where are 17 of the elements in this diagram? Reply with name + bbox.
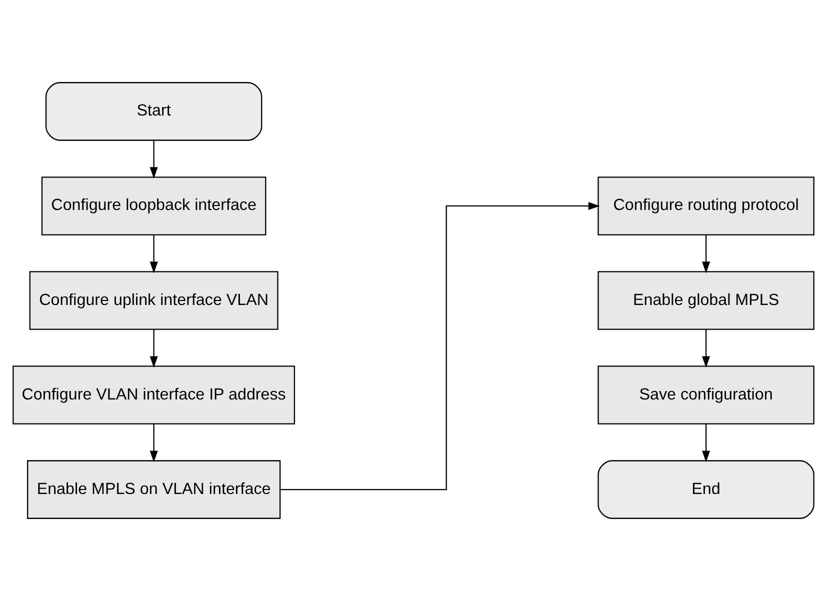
arrow <box>702 234 710 274</box>
node-box: Configure routing protocol <box>598 176 814 236</box>
arrow <box>150 234 158 274</box>
node-box: Save configuration <box>598 366 814 424</box>
arrow <box>150 329 158 368</box>
node-box: End <box>598 460 814 519</box>
arrow <box>150 140 158 179</box>
node-box: Configure VLAN interface IP address <box>12 366 296 424</box>
arrow <box>702 424 710 462</box>
node-box: Start <box>45 82 262 141</box>
node-box: Configure loopback interface <box>41 176 266 236</box>
node-box: Configure uplink interface VLAN <box>29 271 278 330</box>
node-box: Enable global MPLS <box>598 271 814 330</box>
node-box: Enable MPLS on VLAN interface <box>27 460 281 519</box>
arrow <box>150 424 158 462</box>
arrow <box>280 202 600 490</box>
arrow <box>702 329 710 368</box>
